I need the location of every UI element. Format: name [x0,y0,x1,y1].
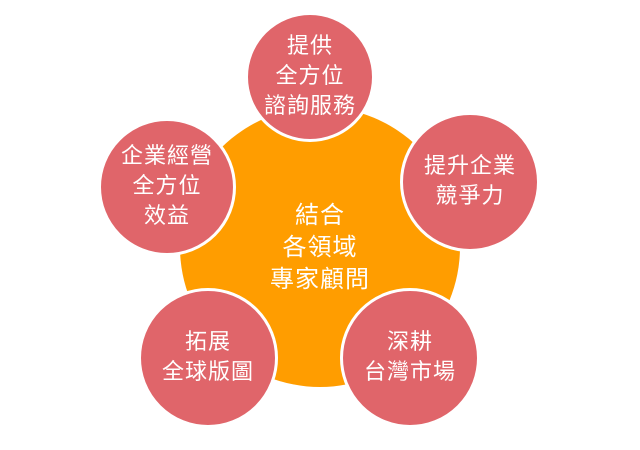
node-label-line: 提升企業 [423,154,516,179]
node-label-line: 全球版圖 [161,360,254,385]
node-label-line: 競爭力 [435,184,505,209]
center-label-line: 各領域 [282,233,358,261]
node-label-line: 拓展 [184,330,231,355]
node-label-line: 諮詢服務 [263,94,356,119]
node-competitiveness: 提升企業 競爭力 [400,112,540,252]
node-label-line: 效益 [143,204,190,229]
node-label-line: 全方位 [275,64,345,89]
node-taiwan-market: 深耕 台灣市場 [340,288,480,428]
center-label: 結合 各領域 專家顧問 [180,107,460,387]
node-label-line: 台灣市場 [363,360,456,385]
node-label-line: 深耕 [386,330,433,355]
node-label-line: 全方位 [132,174,202,199]
node-label-line: 企業經營 [120,144,213,169]
center-label-line: 結合 [295,201,345,229]
node-global-expansion: 拓展 全球版圖 [138,288,278,428]
node-business-benefit: 企業經營 全方位 效益 [98,118,236,256]
node-consulting-services: 提供 全方位 諮詢服務 [245,12,375,142]
center-label-line: 專家顧問 [270,265,370,293]
node-label-line: 提供 [286,34,333,59]
